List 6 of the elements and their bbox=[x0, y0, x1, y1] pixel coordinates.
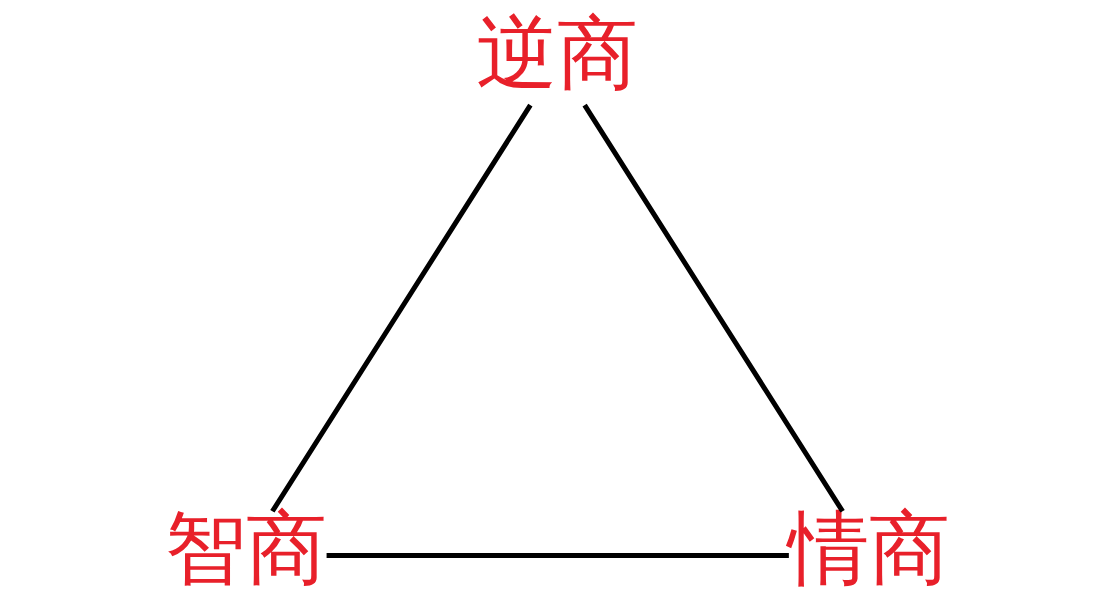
connector bbox=[270, 103, 533, 513]
connector bbox=[582, 103, 845, 513]
node-text: 逆商 bbox=[476, 5, 639, 100]
connector bbox=[326, 553, 789, 559]
node-text: 智商 bbox=[164, 500, 327, 595]
node-text: 情商 bbox=[788, 500, 951, 595]
